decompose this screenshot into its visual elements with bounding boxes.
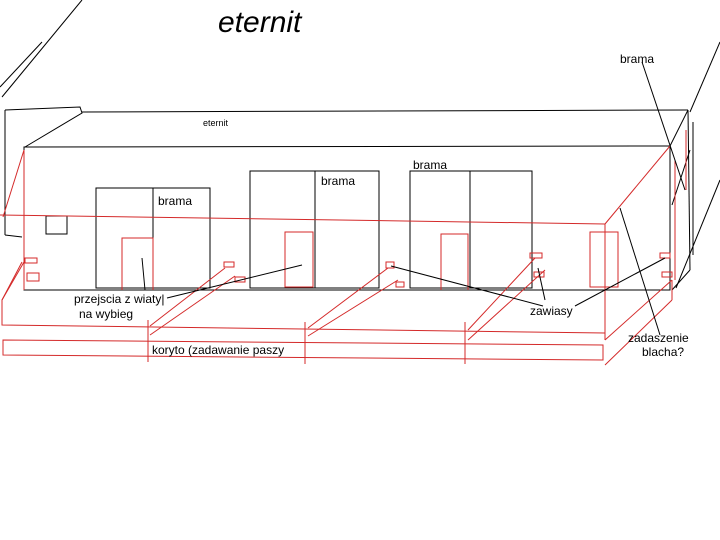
leader-lines (141, 61, 686, 336)
gate-3-label: brama (413, 158, 447, 172)
gate-right-label: brama (620, 52, 654, 66)
canopy-label-line1: zadaszenie (628, 331, 689, 345)
passage-label-line2: na wybieg (79, 307, 133, 321)
gate-3 (409, 170, 533, 289)
trough-label: koryto (zadawanie paszy (152, 343, 284, 357)
trough (1, 224, 673, 366)
hinges-label: zawiasy (530, 304, 573, 318)
gate-2-label: brama (321, 174, 355, 188)
passage-label-line1: przejscia z wiaty| (74, 292, 164, 306)
roof-label: eternit (203, 118, 229, 128)
gate-1-label: brama (158, 194, 192, 208)
passage-doors (121, 231, 619, 290)
building-outline (0, 0, 720, 291)
gate-2 (249, 170, 380, 289)
canopy-label-line2: blacha? (642, 345, 684, 359)
canopy-red-lines (0, 130, 687, 290)
diagram-title: eternit (218, 6, 303, 39)
